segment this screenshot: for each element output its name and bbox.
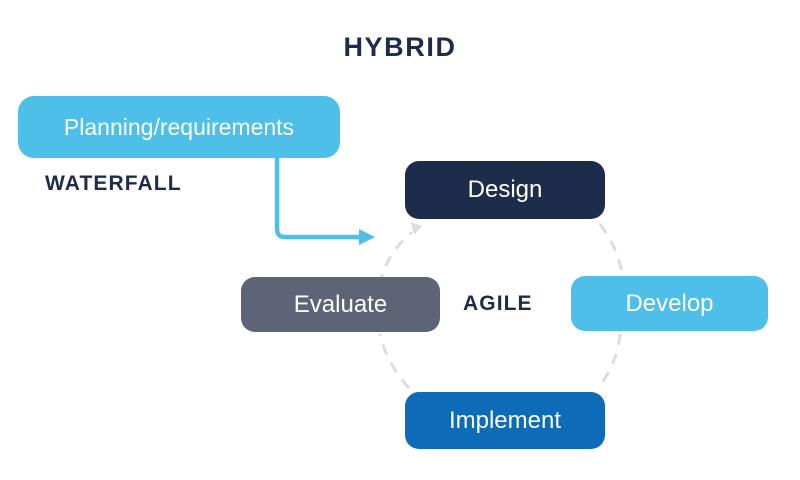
connector-planning-to-cycle [274,158,375,245]
connector-implement-to-evaluate [378,333,411,389]
node-design[interactable]: Design [405,161,605,219]
connector-develop-to-implement [596,333,622,389]
node-evaluate[interactable]: Evaluate [241,277,440,332]
connector-design-to-develop [598,223,624,277]
arrowhead-planning-to-cycle [359,229,375,245]
arrowhead-evaluate-to-design [411,222,422,235]
page-title: HYBRID [343,32,457,62]
group-label-waterfall: WATERFALL [45,172,182,195]
node-planning[interactable]: Planning/requirements [18,96,340,158]
connector-evaluate-to-design [378,222,422,286]
node-develop[interactable]: Develop [571,276,768,331]
node-implement[interactable]: Implement [405,392,605,449]
group-label-agile: AGILE [463,292,533,315]
